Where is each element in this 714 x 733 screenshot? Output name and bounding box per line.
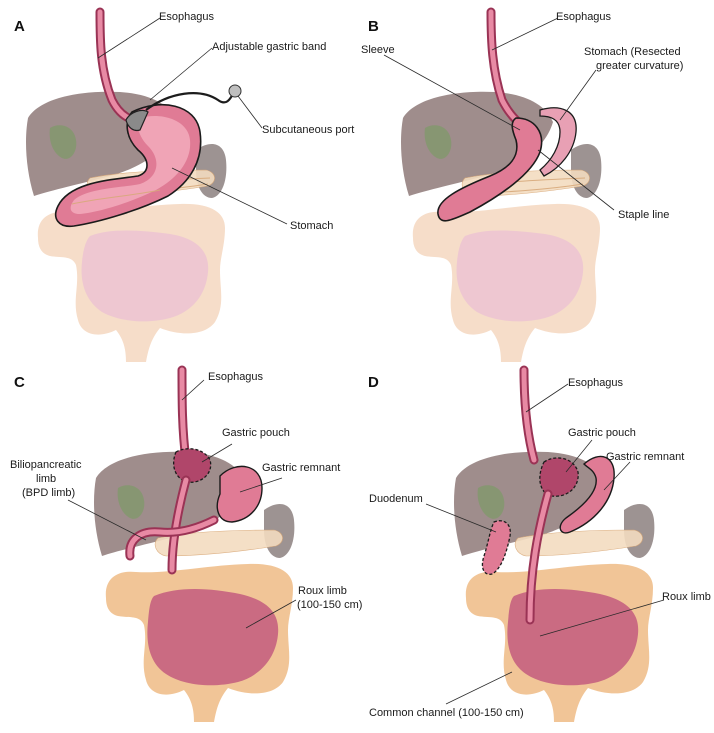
panel-a: A Esophagus Adjustable gastric band Subc… bbox=[14, 7, 354, 363]
label-d-remnant: Gastric remnant bbox=[606, 451, 684, 463]
panel-c-letter: C bbox=[14, 374, 25, 391]
panel-d: D Esophagus Gastric pouch Gastric remnan… bbox=[368, 365, 711, 722]
label-c-roux-2: (100-150 cm) bbox=[297, 599, 362, 611]
gastric-remnant-c bbox=[216, 465, 263, 523]
label-c-remnant: Gastric remnant bbox=[262, 462, 340, 474]
label-c-bp-2: limb bbox=[36, 473, 56, 485]
label-a-band: Adjustable gastric band bbox=[212, 41, 326, 53]
label-c-esophagus: Esophagus bbox=[208, 371, 264, 383]
duodenum-d bbox=[481, 520, 511, 575]
label-a-stomach: Stomach bbox=[290, 220, 333, 232]
label-b-resected-2: greater curvature) bbox=[596, 60, 683, 72]
label-a-esophagus: Esophagus bbox=[159, 11, 215, 23]
gastric-pouch-d bbox=[539, 457, 579, 497]
label-c-bp-1: Biliopancreatic bbox=[10, 459, 82, 471]
panel-b: B Esophagus Sleeve Stomach (Resected gre… bbox=[361, 7, 683, 363]
label-c-roux-1: Roux limb bbox=[298, 585, 347, 597]
label-c-bp-3: (BPD limb) bbox=[22, 487, 75, 499]
gastric-band bbox=[125, 109, 149, 132]
gastric-remnant-d bbox=[559, 455, 615, 534]
gastric-pouch-c bbox=[173, 448, 212, 483]
panel-c: C Esophagus Gastric pouch Gastric remnan… bbox=[10, 365, 362, 722]
label-d-esophagus: Esophagus bbox=[568, 377, 624, 389]
label-a-port: Subcutaneous port bbox=[262, 124, 354, 136]
label-b-staple: Staple line bbox=[618, 209, 669, 221]
label-d-duodenum: Duodenum bbox=[369, 493, 423, 505]
label-b-resected-1: Stomach (Resected bbox=[584, 46, 681, 58]
label-d-pouch: Gastric pouch bbox=[568, 427, 636, 439]
label-b-esophagus: Esophagus bbox=[556, 11, 612, 23]
label-b-sleeve: Sleeve bbox=[361, 44, 395, 56]
label-d-roux: Roux limb bbox=[662, 591, 711, 603]
panel-b-letter: B bbox=[368, 18, 379, 35]
resected-greater-curvature bbox=[539, 107, 577, 177]
panel-d-letter: D bbox=[368, 374, 379, 391]
label-c-pouch: Gastric pouch bbox=[222, 427, 290, 439]
band-tubing bbox=[145, 91, 235, 111]
panel-a-letter: A bbox=[14, 18, 25, 35]
label-d-common: Common channel (100-150 cm) bbox=[369, 707, 524, 719]
subcutaneous-port bbox=[228, 84, 242, 98]
